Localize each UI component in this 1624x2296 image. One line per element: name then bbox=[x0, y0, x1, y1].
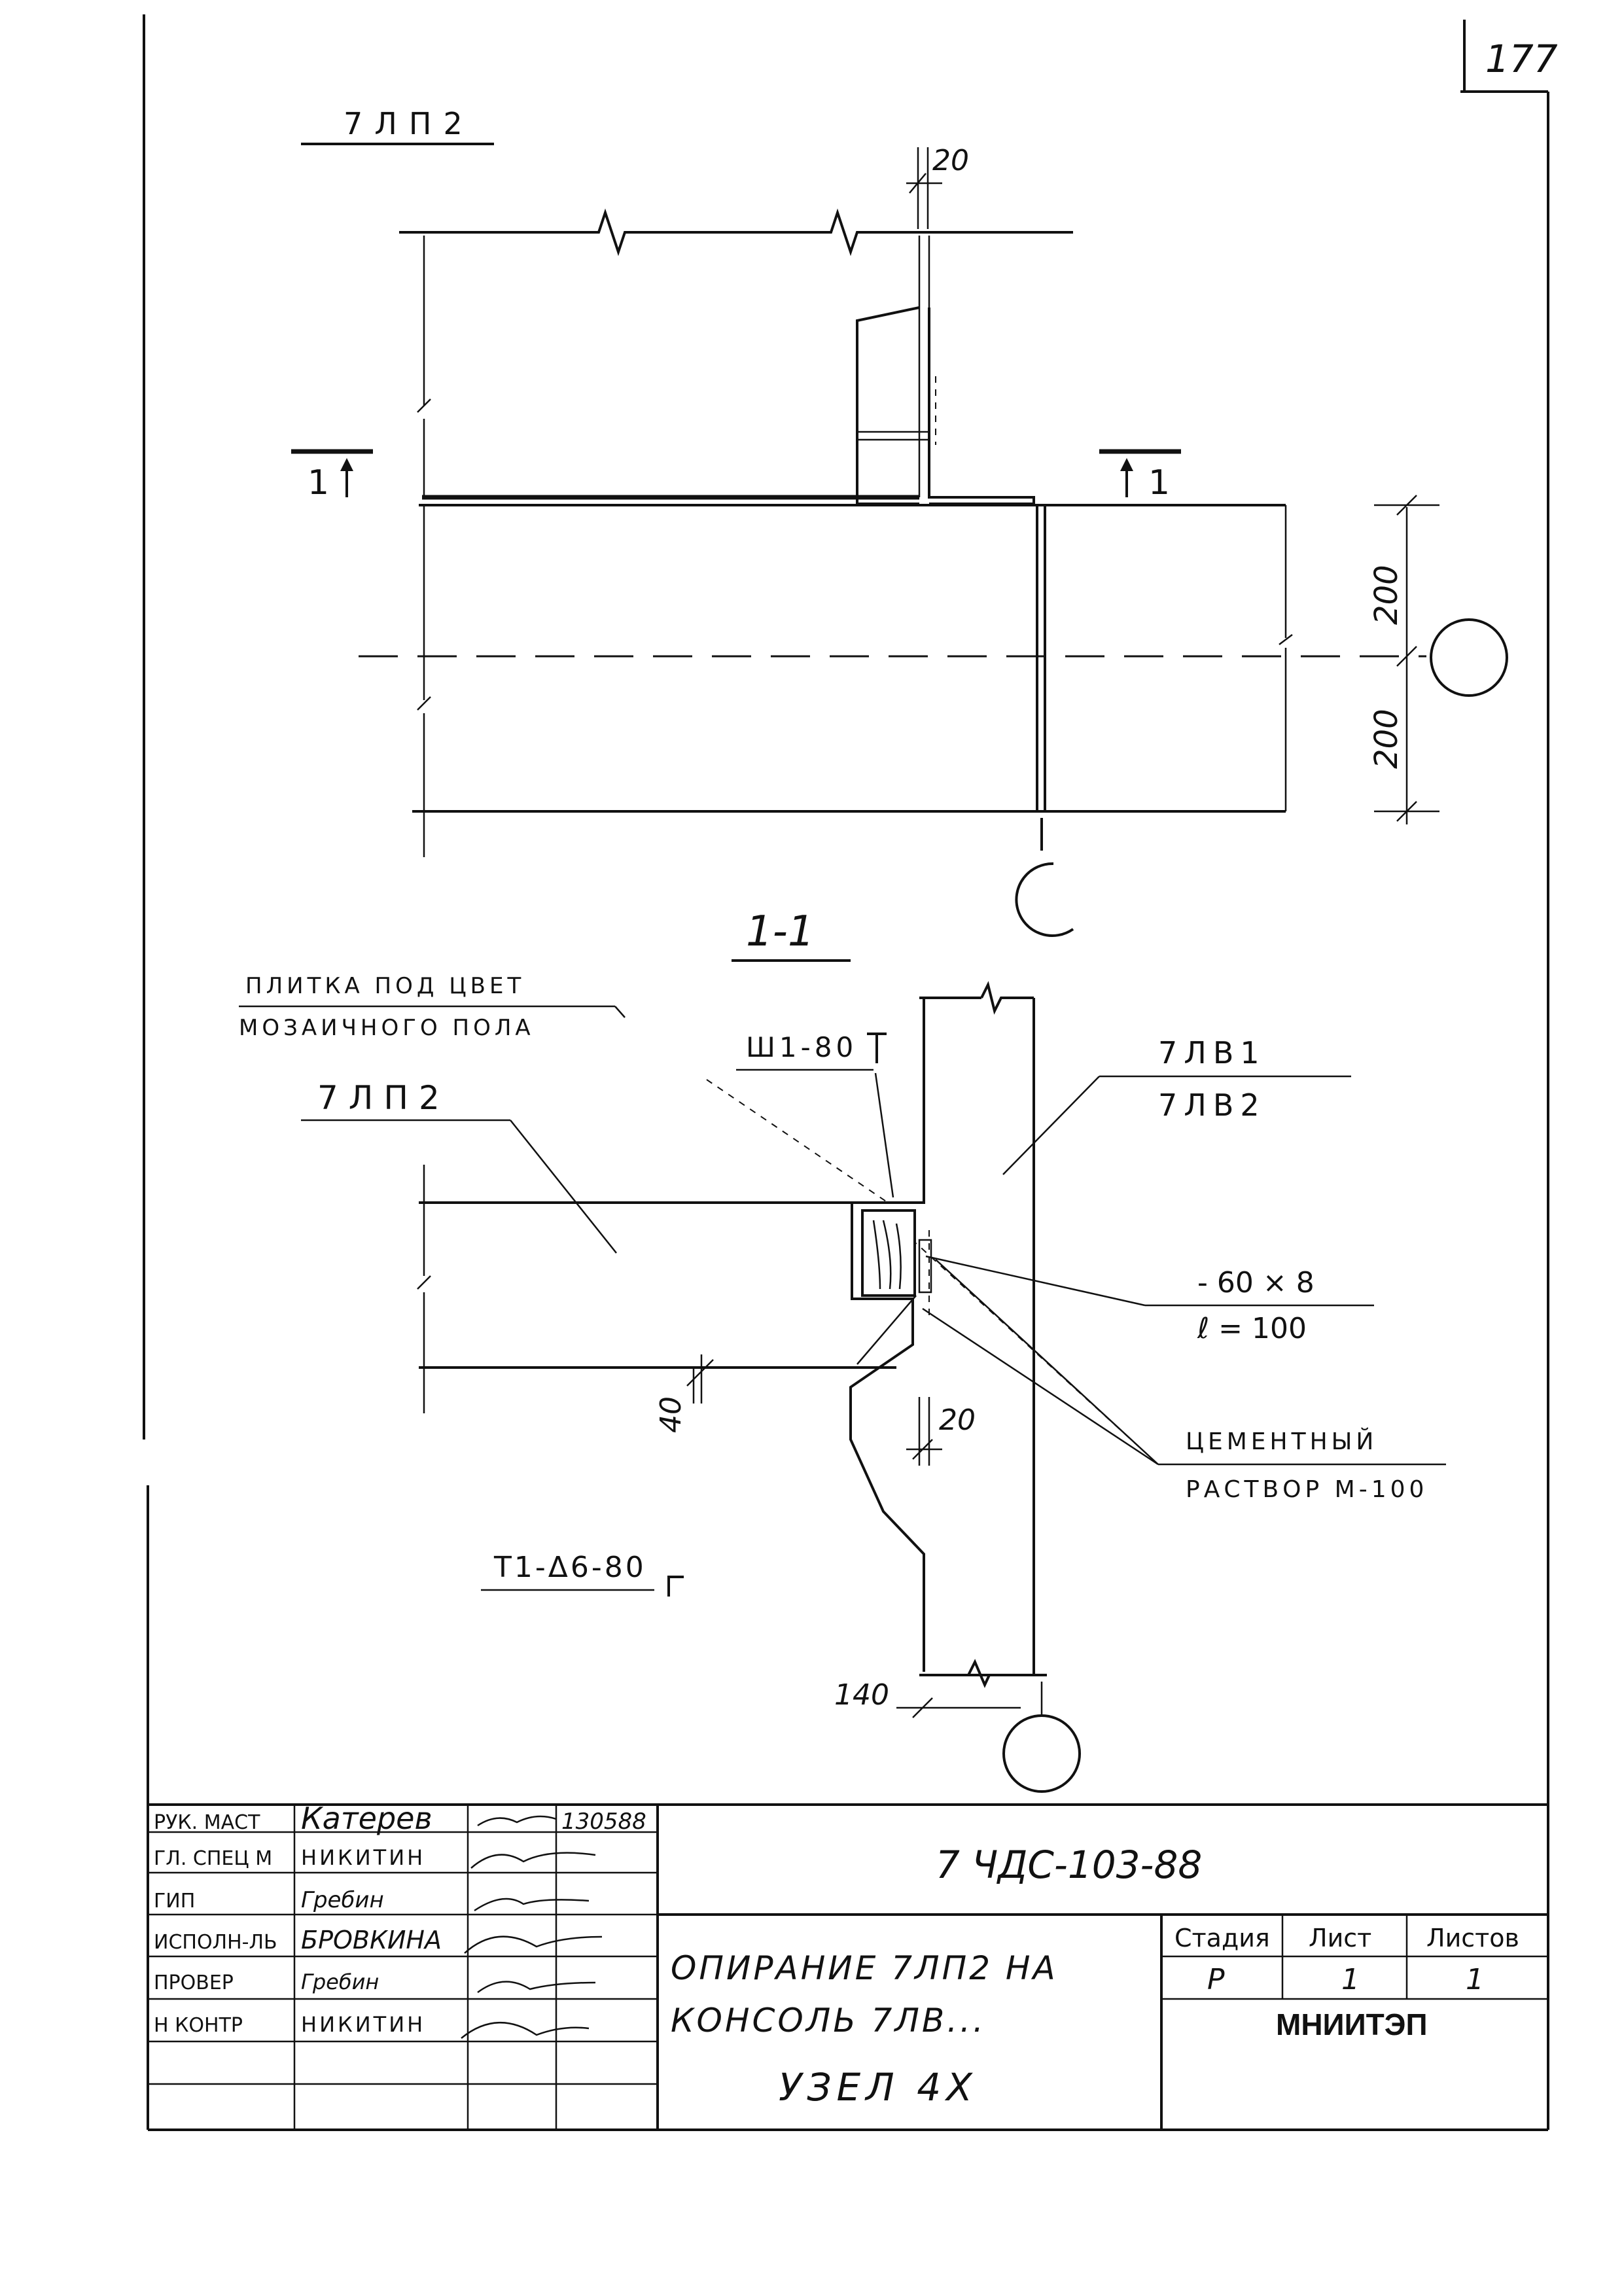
sheet-value: 1 bbox=[1341, 1963, 1360, 1996]
plan-view: 7ЛП2 20 1 1 bbox=[291, 106, 1508, 937]
embedded-plate bbox=[918, 1239, 932, 1294]
label-plate-1: - 60 × 8 bbox=[1197, 1266, 1315, 1299]
label-mortar-2: РАСТВОР М-100 bbox=[1186, 1476, 1428, 1503]
row-role-3: ИСПОЛН-ЛЬ bbox=[154, 1931, 277, 1954]
row-role-4: ПРОВЕР bbox=[154, 1971, 234, 1994]
stage-value: Р bbox=[1207, 1963, 1225, 1996]
sheet-header: Лист bbox=[1309, 1924, 1371, 1952]
dim-140: 140 bbox=[834, 1678, 889, 1712]
row-role-2: ГИП bbox=[154, 1890, 195, 1913]
description-line1: ОПИРАНИЕ 7ЛП2 НА bbox=[671, 1949, 1058, 1987]
row-name-4: Гребин bbox=[301, 1969, 379, 1994]
label-mortar-1: ЦЕМЕНТНЫЙ bbox=[1186, 1428, 1377, 1455]
plan-dim-200-lower: 200 bbox=[1368, 709, 1405, 769]
sheet-frame bbox=[143, 14, 1549, 2131]
axis-bubble-section bbox=[1002, 1714, 1081, 1793]
plan-dim-20: 20 bbox=[932, 144, 969, 177]
row-name-1: НИКИТИН bbox=[301, 1845, 425, 1870]
title-block: РУК. МАСТ Катерев 130588 ГЛ. СПЕЦ М НИКИ… bbox=[147, 1801, 1548, 2130]
label-tile-line1: ПЛИТКА ПОД ЦВЕТ bbox=[245, 973, 525, 999]
section-title: 1-1 bbox=[746, 908, 815, 956]
signatures bbox=[461, 1815, 603, 2039]
row-date-0: 130588 bbox=[561, 1809, 646, 1835]
sheets-header: Листов bbox=[1426, 1924, 1519, 1952]
label-anchor: Ш1-80 bbox=[746, 1031, 857, 1063]
row-name-0: Катерев bbox=[301, 1801, 432, 1836]
label-panel: 7ЛП2 bbox=[317, 1079, 450, 1117]
dim-40: 40 bbox=[654, 1396, 688, 1433]
bearing-pad bbox=[861, 1209, 916, 1297]
label-weld: Т1-Δ6-80 bbox=[493, 1551, 646, 1584]
organization: МНИИТЭП bbox=[1276, 2007, 1428, 2041]
stage-header: Стадия bbox=[1174, 1924, 1270, 1952]
sheet-number: 177 bbox=[1485, 37, 1558, 81]
doc-code: 7 ЧДС-103-88 bbox=[936, 1843, 1202, 1887]
label-console-1: 7ЛВ1 bbox=[1158, 1035, 1266, 1070]
description-line2: КОНСОЛЬ 7ЛВ... bbox=[671, 2002, 986, 2040]
label-plate-2: ℓ = 100 bbox=[1197, 1312, 1307, 1345]
plan-title: 7ЛП2 bbox=[344, 106, 474, 141]
description-line3: УЗЕЛ 4Х bbox=[779, 2065, 978, 2110]
sheets-value: 1 bbox=[1466, 1963, 1484, 1996]
section-view: 1-1 ПЛИТКА ПОД ЦВЕТ МОЗАИЧНОГО ПОЛА 7ЛП2… bbox=[239, 908, 1446, 1793]
section-mark-right: 1 bbox=[1148, 463, 1170, 503]
section-mark-left: 1 bbox=[308, 463, 329, 503]
plan-dim-200-upper: 200 bbox=[1368, 565, 1405, 625]
row-name-5: НИКИТИН bbox=[301, 2012, 425, 2037]
sheet-number-box: 177 bbox=[1460, 20, 1558, 93]
axis-bubble-right bbox=[1430, 618, 1508, 697]
row-name-2: Гребин bbox=[301, 1887, 384, 1913]
row-role-1: ГЛ. СПЕЦ М bbox=[154, 1847, 272, 1870]
dim-20: 20 bbox=[939, 1404, 976, 1437]
label-tile-line2: МОЗАИЧНОГО ПОЛА bbox=[239, 1015, 535, 1041]
label-console-2: 7ЛВ2 bbox=[1158, 1087, 1266, 1123]
axis-bubble-bottom bbox=[1015, 818, 1074, 937]
row-role-5: Н КОНТР bbox=[154, 2014, 243, 2037]
row-name-3: БРОВКИНА bbox=[301, 1926, 442, 1954]
row-role-0: РУК. МАСТ bbox=[154, 1811, 260, 1834]
